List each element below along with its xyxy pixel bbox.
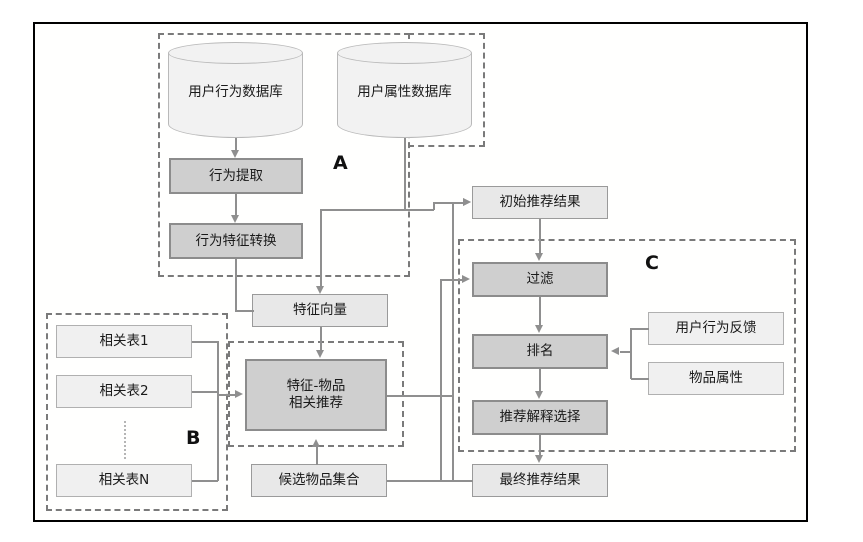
arrowhead-down (315, 350, 324, 358)
connector-ranking-to-explanation (539, 369, 541, 391)
arrowhead-down (534, 455, 543, 463)
arrowhead-right (462, 275, 470, 283)
arrowhead-up (311, 439, 320, 447)
connector-attributedb-left (320, 209, 406, 211)
connector-attributedb-to-initial-right (404, 209, 434, 211)
arrowhead-down (534, 325, 543, 333)
group-box-c (458, 239, 796, 452)
database-user-attribute-label: 用户属性数据库 (357, 84, 452, 100)
node-initial-recommendation: 初始推荐结果 (472, 186, 608, 219)
ellipsis-vertical-dots (124, 421, 126, 459)
connector-itemattribute-out (631, 378, 649, 380)
connector-core-riser (452, 202, 454, 396)
connector-behaviordb-to-extraction (235, 138, 237, 152)
connector-core-out-right (387, 395, 453, 397)
database-user-behavior-label: 用户行为数据库 (188, 84, 283, 100)
node-feature-item-recommendation: 特征-物品 相关推荐 (245, 359, 387, 431)
arrowhead-right (235, 390, 243, 398)
connector-filter-to-ranking (539, 297, 541, 325)
connector-candidate-out-right (387, 480, 453, 482)
node-user-behavior-feedback: 用户行为反馈 (648, 312, 784, 345)
group-box-a-extension (408, 33, 485, 147)
node-candidate-item-set: 候选物品集合 (251, 464, 387, 497)
connector-into-initial-recommendation (433, 202, 464, 204)
group-box-b (46, 313, 228, 511)
connector-extraction-to-transform (235, 194, 237, 215)
arrowhead-right (463, 198, 471, 206)
connector-initial-to-filter (539, 219, 541, 253)
node-filter: 过滤 (472, 262, 608, 297)
node-ranking: 排名 (472, 334, 608, 369)
connector-transform-to-featurevector (235, 310, 254, 312)
node-behavior-extraction: 行为提取 (169, 158, 303, 194)
node-relation-table-n: 相关表N (56, 464, 192, 497)
connector-side-inputs-bus (630, 328, 632, 379)
node-feature-item-recommendation-line2: 相关推荐 (289, 395, 343, 411)
cylinder-body (337, 53, 472, 138)
connector-final-feedback-riser (440, 279, 442, 481)
node-item-attribute: 物品属性 (648, 362, 784, 395)
connector-feedback-out (631, 328, 649, 330)
node-explanation-selection: 推荐解释选择 (472, 400, 608, 435)
connector-candidate-to-core (316, 447, 318, 465)
group-label-c: C (645, 252, 659, 274)
connector-attributedb-down (404, 138, 406, 210)
node-feature-item-recommendation-line1: 特征-物品 (286, 378, 346, 395)
arrowhead-down (534, 391, 543, 399)
connector-relation-tables-bus (217, 341, 219, 481)
group-box-a (158, 33, 410, 277)
node-behavior-feature-transform: 行为特征转换 (169, 223, 303, 259)
connector-attributedb-to-featurevector (320, 209, 322, 286)
connector-final-feedback-left (440, 480, 473, 482)
connector-candidate-riser (452, 396, 454, 481)
connector-featurevector-to-core (320, 327, 322, 350)
connector-bus-to-ranking (620, 351, 631, 353)
arrowhead-down (534, 253, 543, 261)
connector-explanation-to-final (539, 435, 541, 455)
connector-feedback-into-filter (440, 279, 463, 281)
arrowhead-left (611, 347, 619, 355)
group-label-b: B (186, 427, 201, 449)
connector-tablen-out (192, 480, 218, 482)
node-relation-table-1: 相关表1 (56, 325, 192, 358)
connector-initial-riser (433, 203, 435, 210)
cylinder-body (168, 53, 303, 138)
arrowhead-down (230, 150, 239, 158)
connector-transform-down (235, 259, 237, 311)
cylinder-top (168, 42, 303, 64)
connector-table2-out (192, 391, 218, 393)
node-feature-vector: 特征向量 (252, 294, 388, 327)
connector-table1-out (192, 341, 218, 343)
arrowhead-down (315, 286, 324, 294)
group-label-a: A (333, 152, 348, 174)
cylinder-top (337, 42, 472, 64)
connector-bus-to-core (217, 394, 236, 396)
database-user-behavior: 用户行为数据库 (168, 42, 303, 138)
connector-core-into-initial (452, 202, 464, 204)
arrowhead-down (230, 215, 239, 223)
database-user-attribute: 用户属性数据库 (337, 42, 472, 138)
node-final-recommendation: 最终推荐结果 (472, 464, 608, 497)
node-relation-table-2: 相关表2 (56, 375, 192, 408)
